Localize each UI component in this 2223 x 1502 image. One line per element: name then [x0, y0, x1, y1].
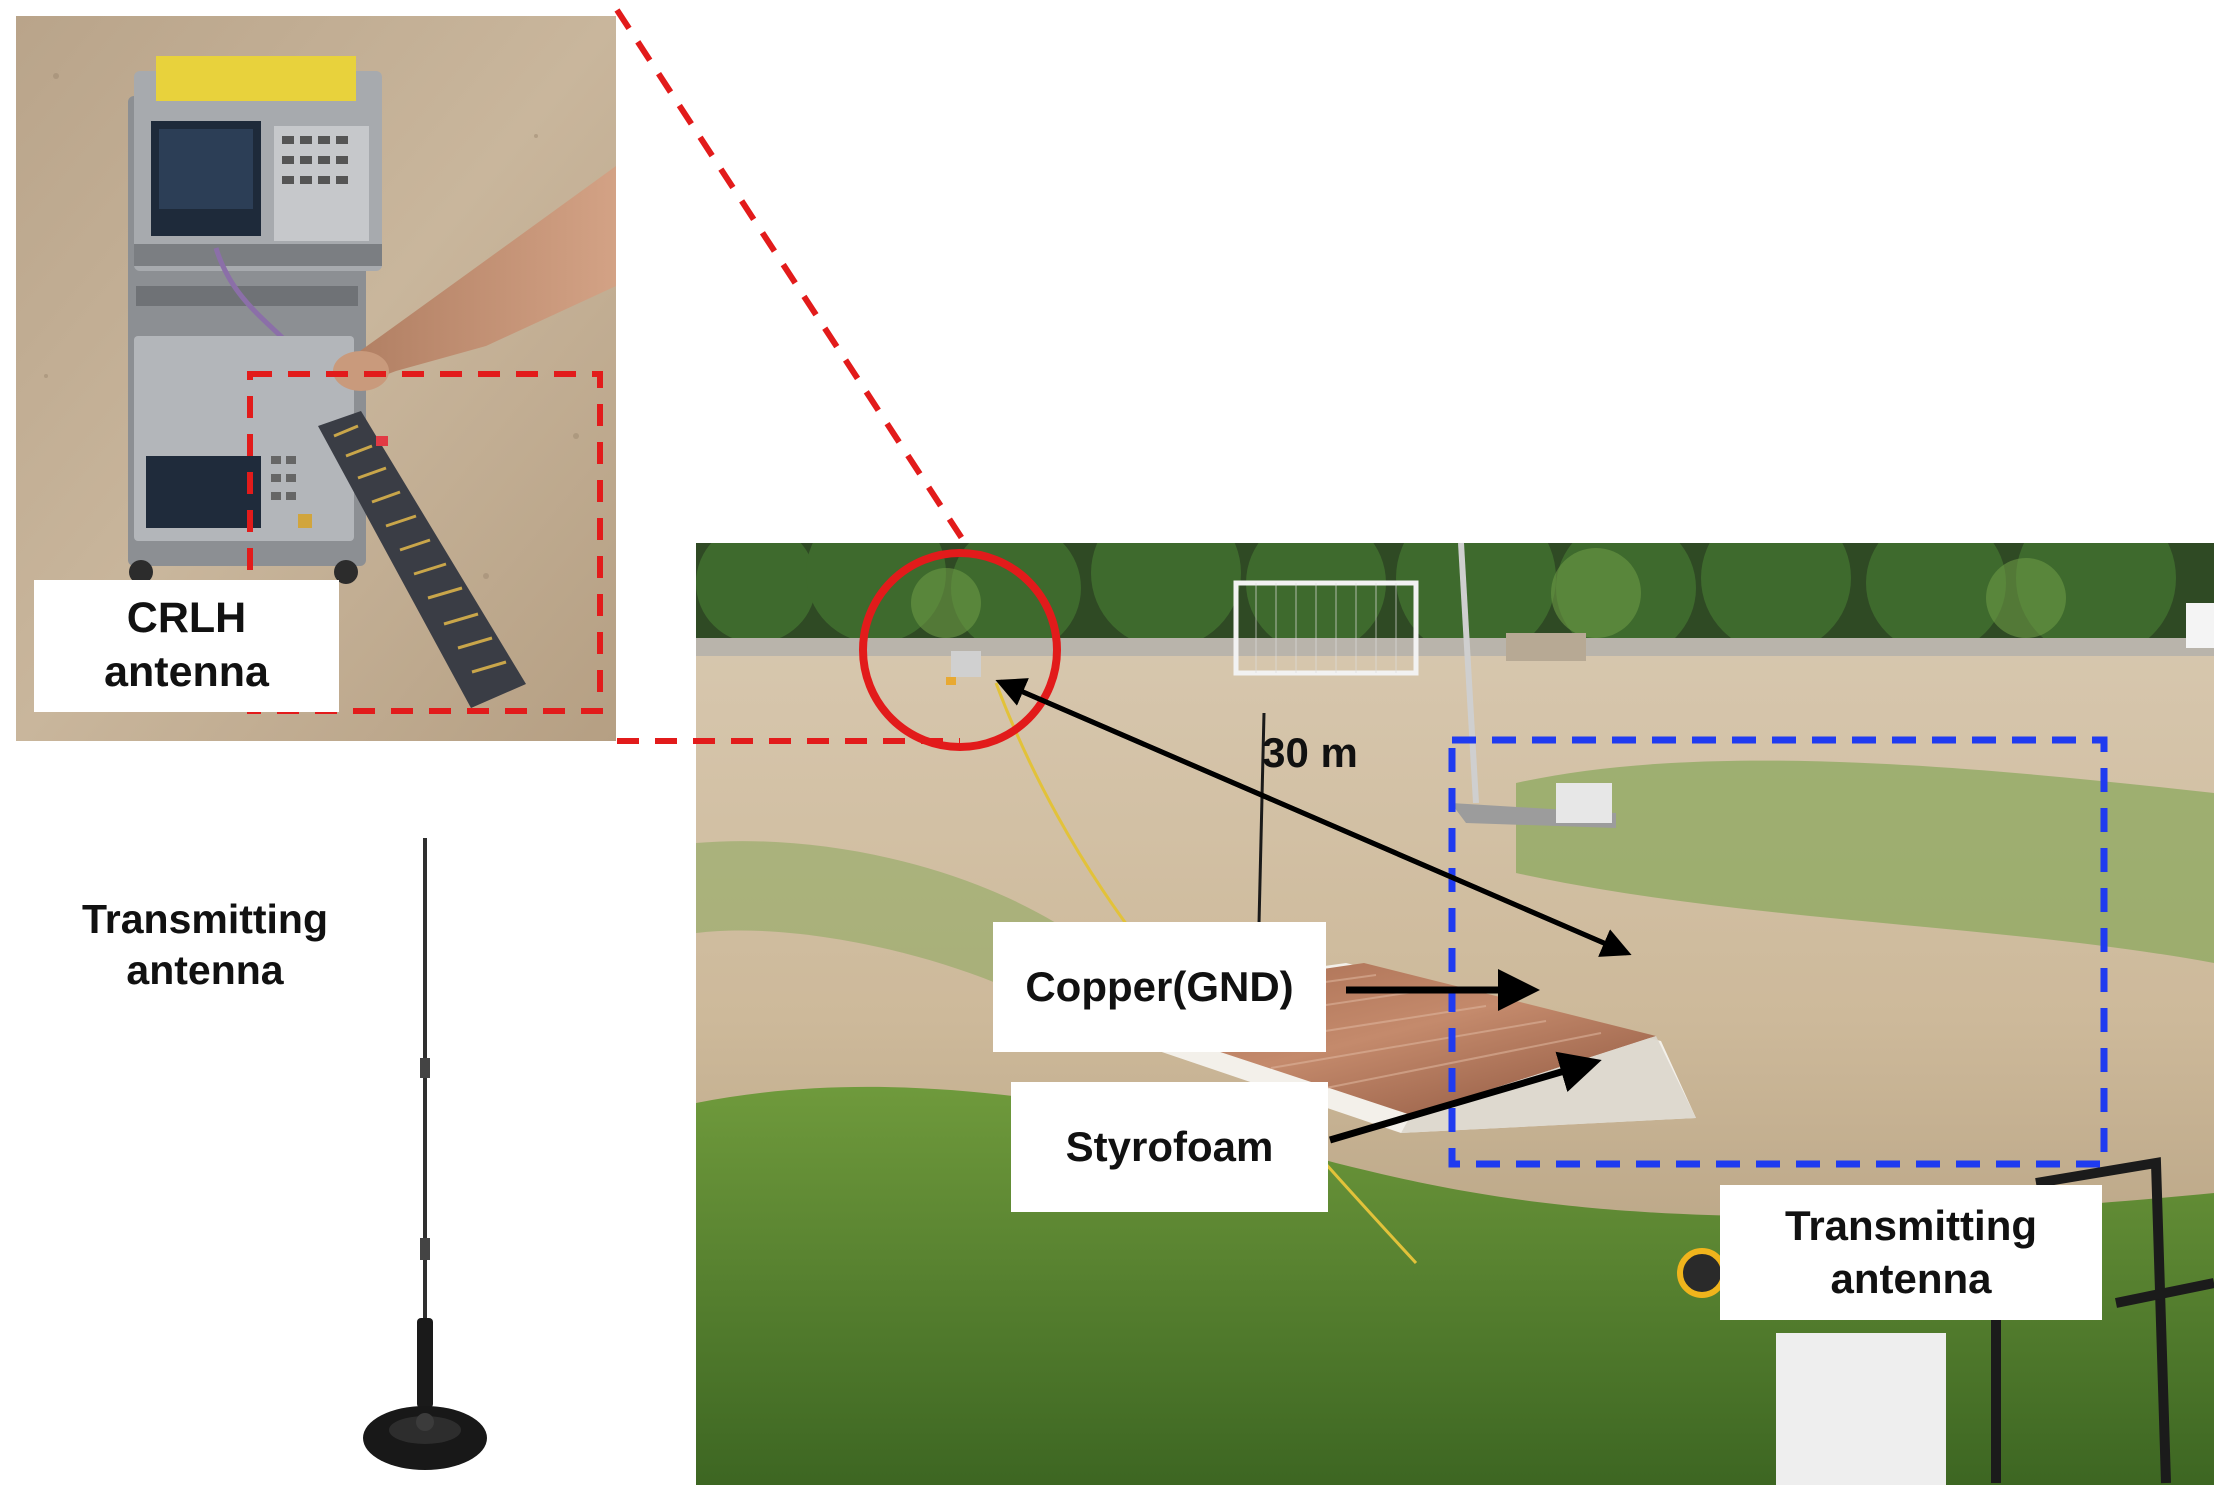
crlh-antenna-label: CRLH antenna: [34, 580, 339, 712]
transmitting-antenna-label-left-line1: Transmitting: [81, 895, 329, 942]
transmitting-antenna-label-right-line2: antenna: [1830, 1254, 1992, 1302]
transmitting-antenna-label-left-line2: antenna: [126, 947, 284, 993]
zoom-callout-line-top: [614, 8, 968, 545]
copper-gnd-label: Copper(GND): [993, 922, 1326, 1052]
crlh-antenna-label-line1: CRLH: [126, 594, 247, 643]
field-photo-illustration: [696, 543, 2214, 1485]
whip-antenna-illustration: [363, 838, 487, 1470]
crlh-antenna-label-line2: antenna: [104, 648, 269, 696]
distance-label: 30 m: [1240, 722, 1380, 784]
transmitting-antenna-label-right: Transmitting antenna: [1720, 1185, 2102, 1320]
styrofoam-label-text: Styrofoam: [1065, 1122, 1274, 1170]
transmitting-antenna-label-right-line1: Transmitting: [1784, 1202, 2038, 1249]
transmitting-antenna-label-left: Transmitting antenna: [40, 885, 370, 1005]
styrofoam-label: Styrofoam: [1011, 1082, 1328, 1212]
transmitting-antenna-photo: [330, 828, 520, 1478]
distance-label-text: 30 m: [1262, 728, 1358, 776]
field-measurement-photo: [696, 543, 2214, 1485]
copper-gnd-label-text: Copper(GND): [1025, 962, 1294, 1010]
